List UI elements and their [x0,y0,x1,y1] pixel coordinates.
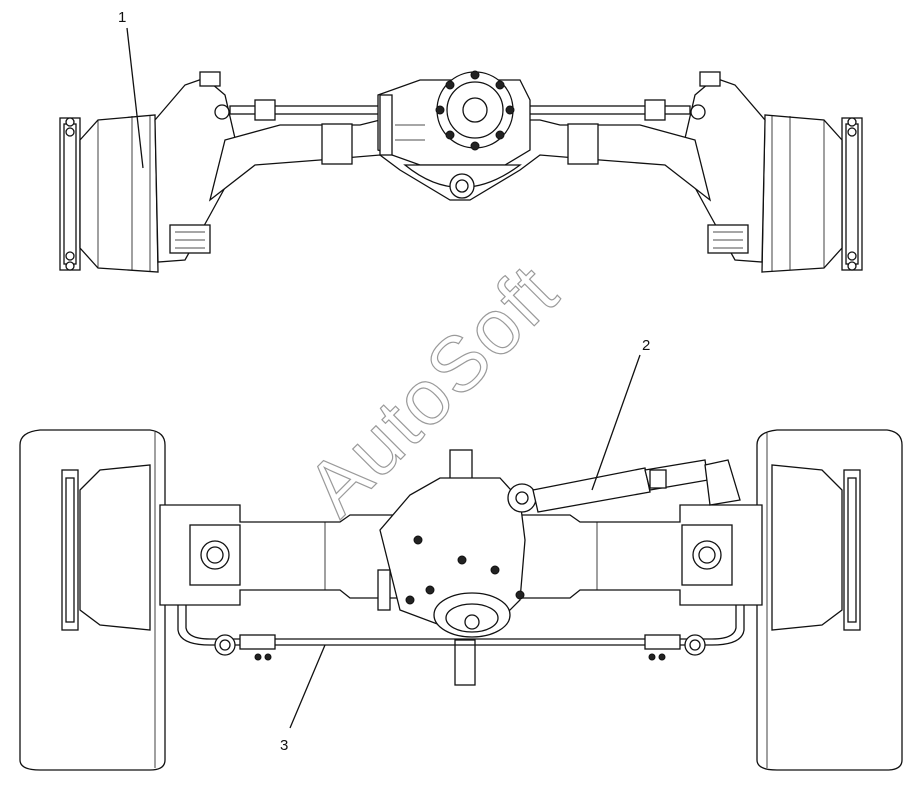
bottom-axle-assembly [19,429,903,771]
stabilizer-bar [177,605,745,646]
right-hub-top [841,117,863,271]
callout-label-1: 1 [118,9,126,26]
callout-1: 1 [118,9,144,169]
callout-label-3: 3 [280,737,288,754]
steering-cylinder [507,459,741,513]
callout-2: 2 [591,337,650,491]
left-wheel-drum-top [79,114,159,273]
left-hub-top [59,117,81,271]
top-axle-assembly [59,70,863,273]
callout-label-2: 2 [642,337,650,354]
callout-3: 3 [280,644,326,754]
right-wheel-drum-top [761,114,843,273]
differential-top [377,70,531,199]
differential-bottom [377,449,526,686]
